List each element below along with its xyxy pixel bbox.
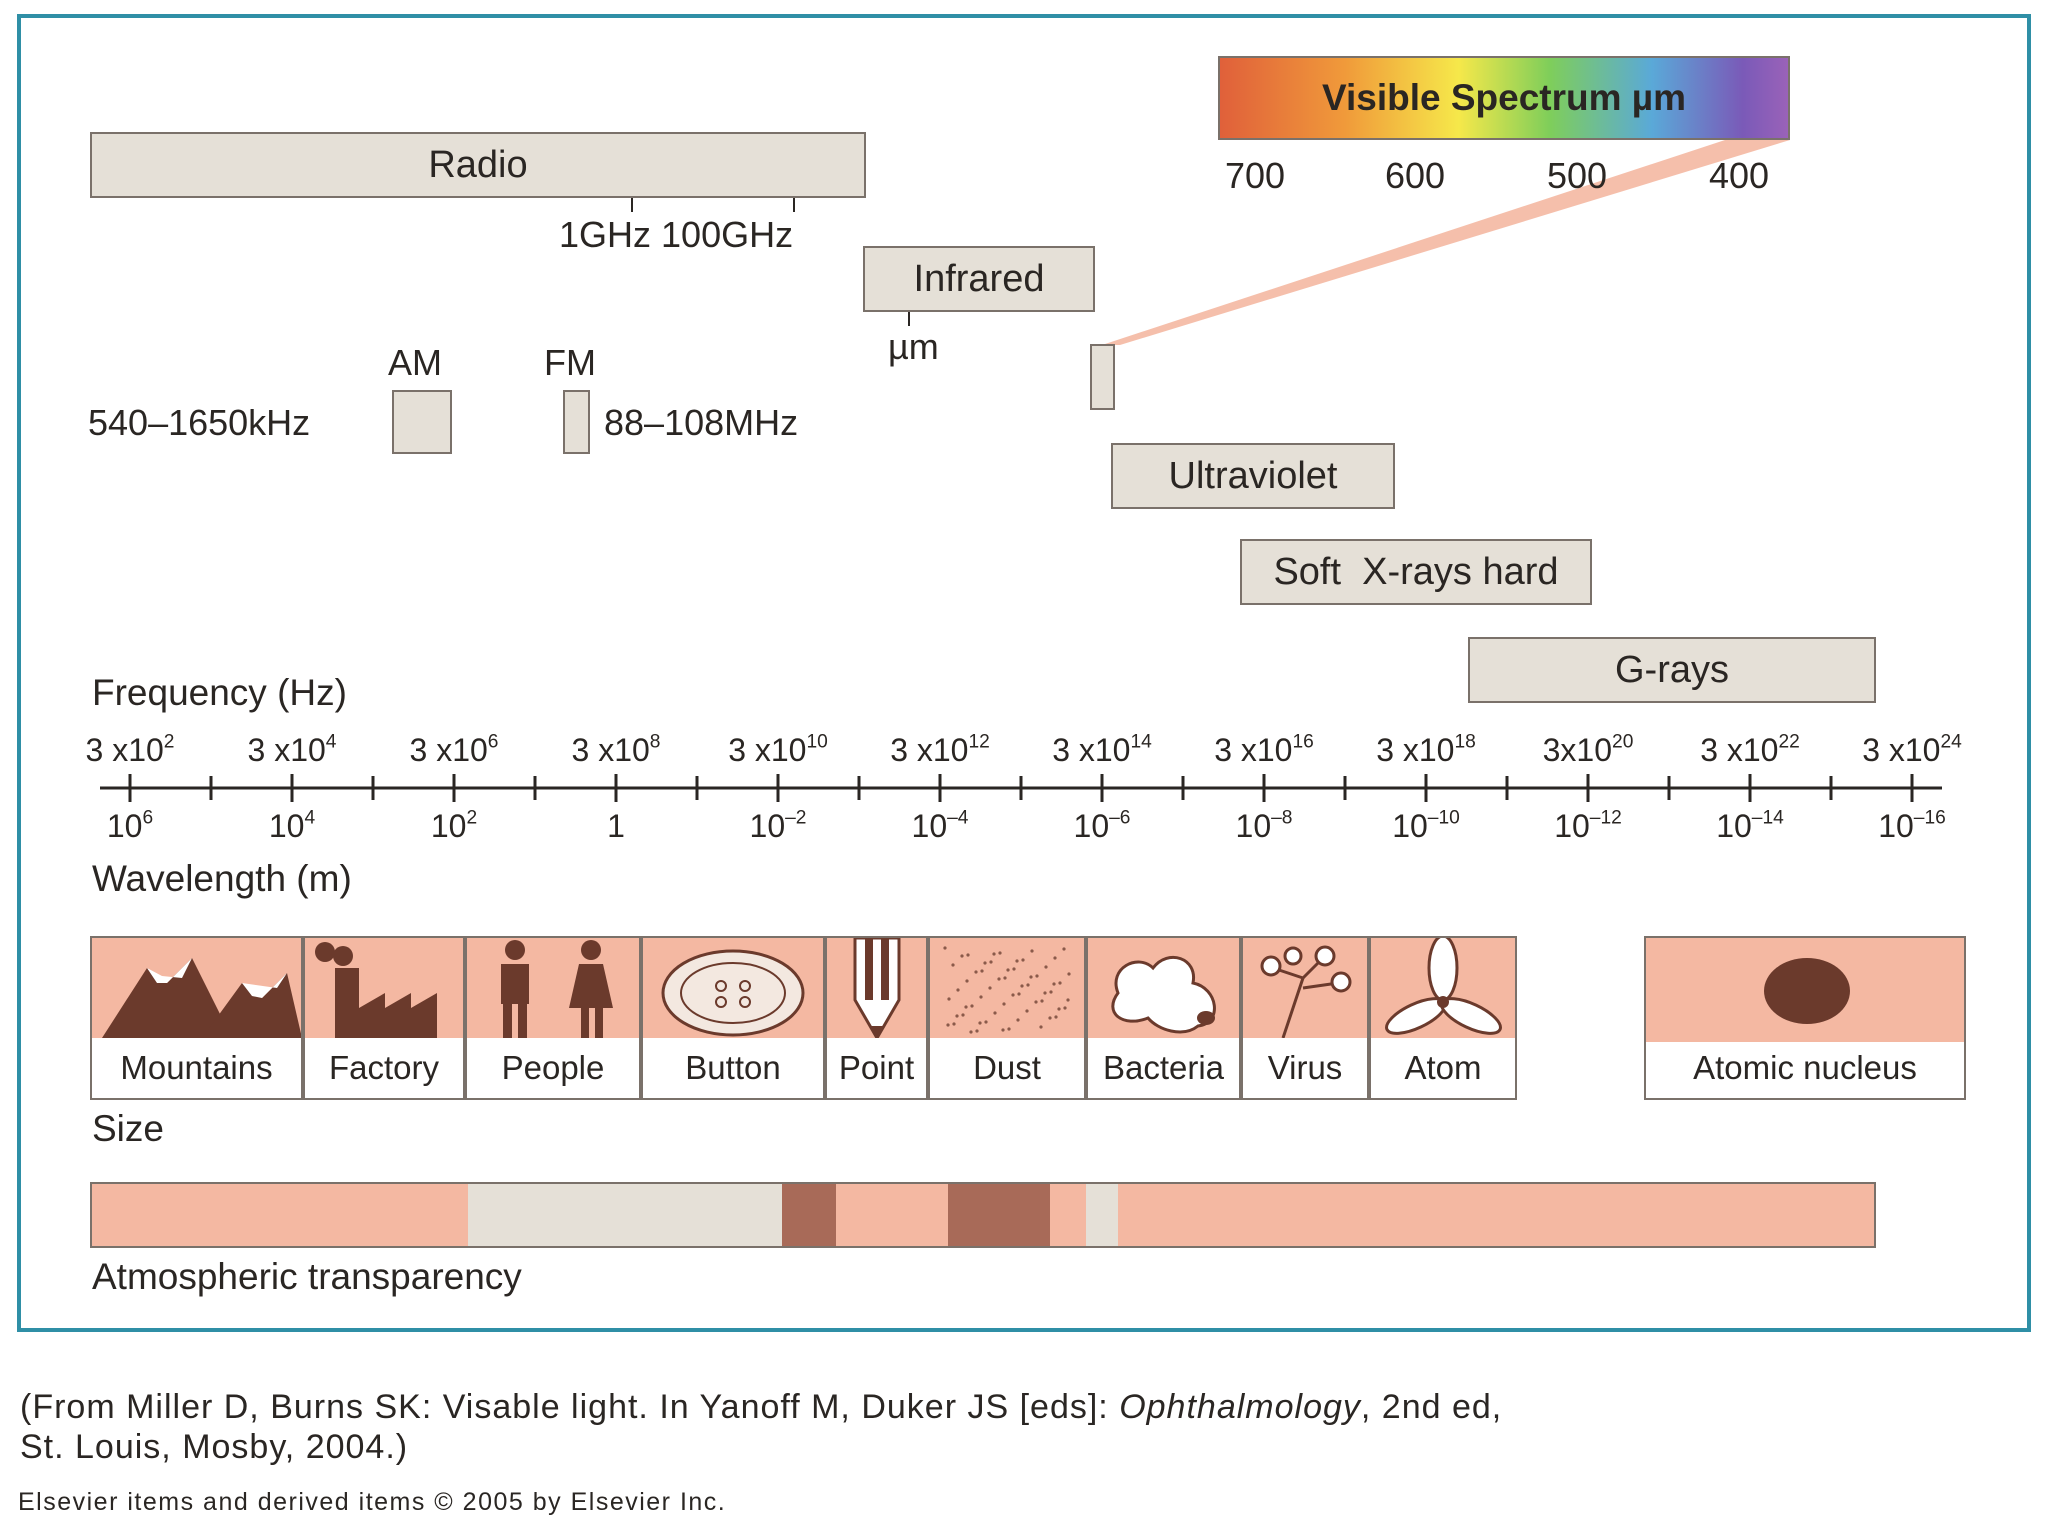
mountains-icon [92, 938, 301, 1038]
ultraviolet-band: Ultraviolet [1111, 443, 1395, 509]
frequency-tick-9: 3x1020 [1542, 731, 1634, 768]
size-label-nucleus: Atomic nucleus [1693, 1049, 1917, 1086]
wavelength-tick-1: 104 [268, 807, 316, 844]
point-icon [827, 938, 926, 1038]
visible-tick-500: 500 [1547, 155, 1608, 196]
wavelength-tick-9: 10–12 [1554, 807, 1622, 844]
citation-line-2: St. Louis, Mosby, 2004.) [20, 1428, 409, 1466]
atmosphere-label: Atmospheric transparency [92, 1256, 522, 1297]
wavelength-tick-3: 1 [607, 808, 625, 844]
frequency-tick-2: 3 x106 [409, 731, 499, 768]
size-label-bacteria: Bacteria [1102, 1049, 1225, 1086]
infrared-tick [908, 312, 910, 326]
wavelength-tick-4: 10–2 [749, 807, 807, 844]
size-label-people: People [501, 1049, 605, 1086]
wavelength-tick-6: 10–6 [1073, 807, 1131, 844]
radio-label: Radio [428, 143, 528, 186]
wavelength-tick-0: 106 [106, 807, 154, 844]
citation-post: , 2nd ed, [1360, 1388, 1503, 1426]
size-item-mountains: Mountains [90, 936, 303, 1100]
size-item-people: People [465, 936, 641, 1100]
am-label: AM [388, 342, 442, 383]
citation-journal: Ophthalmology [1119, 1388, 1361, 1426]
wavelength-tick-2: 102 [430, 807, 478, 844]
wavelength-label: Wavelength (m) [92, 858, 352, 899]
visible-tick-700: 700 [1225, 155, 1286, 196]
size-item-atom: Atom [1369, 936, 1517, 1100]
size-label-virus: Virus [1267, 1049, 1343, 1086]
size-item-bacteria: Bacteria [1086, 936, 1241, 1100]
radio-band: Radio [90, 132, 866, 198]
visible-tick-400: 400 [1709, 155, 1770, 196]
size-label-point: Point [838, 1049, 915, 1086]
infrared-unit: µm [888, 326, 939, 367]
visible-marker [1090, 344, 1115, 410]
size-item-point: Point [825, 936, 928, 1100]
visible-spectrum-bar: Visible Spectrum µm [1218, 56, 1790, 140]
frequency-tick-6: 3 x1014 [1052, 731, 1152, 768]
xrays-band: Soft X-rays hard [1240, 539, 1592, 605]
size-label: Size [92, 1108, 164, 1149]
size-label-button: Button [685, 1049, 781, 1086]
frequency-tick-3: 3 x108 [571, 731, 661, 768]
size-label-dust: Dust [973, 1049, 1041, 1086]
xrays-label: Soft X-rays hard [1273, 550, 1559, 593]
am-range: 540–1650kHz [88, 402, 311, 443]
wavelength-tick-10: 10–14 [1716, 807, 1784, 844]
visible-spectrum-title: Visible Spectrum µm [1321, 77, 1687, 118]
diagram-frame [17, 14, 2031, 1332]
size-label-factory: Factory [328, 1049, 440, 1086]
frequency-tick-11: 3 x1024 [1862, 731, 1962, 768]
frequency-tick-1: 3 x104 [247, 731, 337, 768]
frequency-tick-5: 3 x1012 [890, 731, 990, 768]
radio-tick-1ghz [631, 198, 633, 212]
dust-icon [930, 938, 1084, 1038]
size-nucleus: Atomic nucleus [1644, 936, 1966, 1100]
size-label-atom: Atom [1404, 1049, 1482, 1086]
citation-line-1: (From Miller D, Burns SK: Visable light.… [20, 1388, 1502, 1427]
visible-tick-600: 600 [1385, 155, 1446, 196]
people-icon [467, 938, 639, 1038]
size-label-mountains: Mountains [120, 1049, 273, 1086]
infrared-band: Infrared [863, 246, 1095, 312]
fm-band [563, 390, 590, 454]
fm-range: 88–108MHz [604, 402, 799, 443]
am-band [392, 390, 452, 454]
virus-icon [1243, 938, 1367, 1038]
wavelength-tick-5: 10–4 [911, 807, 969, 844]
scale-axis [100, 774, 1942, 802]
wavelength-tick-8: 10–10 [1392, 807, 1460, 844]
button-icon [643, 938, 823, 1038]
ultraviolet-label: Ultraviolet [1168, 454, 1338, 497]
wavelength-tick-11: 10–16 [1878, 807, 1946, 844]
factory-icon [305, 938, 463, 1038]
frequency-label: Frequency (Hz) [92, 672, 347, 713]
frequency-tick-8: 3 x1018 [1376, 731, 1476, 768]
radio-tick-100ghz [793, 198, 795, 212]
size-item-dust: Dust [928, 936, 1086, 1100]
radio-tick-labels: 1GHz 100GHz [559, 214, 794, 255]
copyright-line: Elsevier items and derived items © 2005 … [18, 1488, 727, 1516]
bacteria-icon [1088, 938, 1239, 1038]
frequency-tick-10: 3 x1022 [1700, 731, 1800, 768]
size-item-factory: Factory [303, 936, 465, 1100]
wavelength-tick-7: 10–8 [1235, 807, 1293, 844]
frequency-tick-0: 3 x102 [85, 731, 175, 768]
grays-label: G-rays [1615, 648, 1729, 691]
atmosphere-bar [90, 1182, 1876, 1248]
frequency-tick-4: 3 x1010 [728, 731, 828, 768]
citation-pre: (From Miller D, Burns SK: Visable light.… [20, 1388, 1120, 1426]
grays-band: G-rays [1468, 637, 1876, 703]
nucleus-icon [1764, 958, 1850, 1024]
size-item-virus: Virus [1241, 936, 1369, 1100]
size-item-button: Button [641, 936, 825, 1100]
frequency-tick-7: 3 x1016 [1214, 731, 1314, 768]
infrared-label: Infrared [913, 257, 1045, 300]
atom-icon [1371, 938, 1515, 1038]
fm-label: FM [544, 342, 596, 383]
